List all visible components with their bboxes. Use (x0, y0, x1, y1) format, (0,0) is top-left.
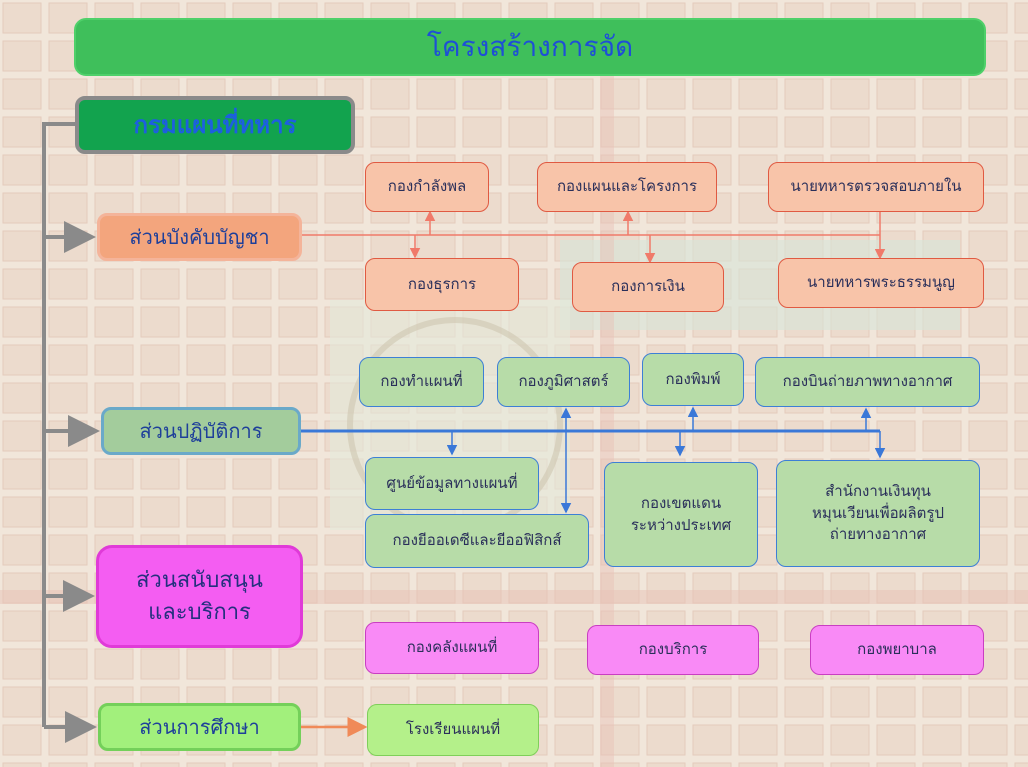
unit-international-boundary-line2: ระหว่างประเทศ (630, 515, 732, 534)
unit-finance: กองการเงิน (572, 262, 724, 312)
unit-revolving-fund-office: สำนักงานเงินทุน หมุนเวียนเพื่อผลิตรูป ถ่… (776, 460, 980, 567)
unit-geography: กองภูมิศาสตร์ (497, 357, 630, 407)
unit-map-depot: กองคลังแผนที่ (365, 622, 539, 674)
unit-international-boundary-line1: กองเขตแดน (640, 493, 722, 512)
unit-medical: กองพยาบาล (810, 625, 984, 675)
unit-mapping-school: โรงเรียนแผนที่ (367, 704, 539, 756)
unit-plans-projects: กองแผนและโครงการ (537, 162, 717, 212)
section-command: ส่วนบังคับบัญชา (97, 213, 302, 261)
root-node: กรมแผนที่ทหาร (75, 96, 355, 154)
section-support-line1: ส่วนสนับสนุน (136, 567, 263, 593)
unit-revolving-fund-line3: ถ่ายทางอากาศ (829, 525, 927, 544)
unit-administration: กองธุรการ (365, 258, 519, 311)
unit-international-boundary: กองเขตแดน ระหว่างประเทศ (604, 462, 758, 567)
unit-internal-audit: นายทหารตรวจสอบภายใน (768, 162, 984, 212)
page-title: โครงสร้างการจัด (74, 18, 986, 76)
unit-revolving-fund-line2: หมุนเวียนเพื่อผลิตรูป (812, 503, 944, 522)
unit-judge-advocate: นายทหารพระธรรมนูญ (778, 258, 984, 308)
unit-services: กองบริการ (587, 625, 759, 675)
unit-revolving-fund-line1: สำนักงานเงินทุน (825, 481, 931, 500)
section-operations: ส่วนปฏิบัติการ (101, 407, 301, 455)
unit-geodesy-geophysics: กองยีออเดซีและยีออฟิสิกส์ (365, 514, 589, 568)
unit-aerial-photography: กองบินถ่ายภาพทางอากาศ (755, 357, 980, 407)
unit-printing: กองพิมพ์ (642, 353, 744, 406)
unit-mapping: กองทำแผนที่ (359, 357, 484, 407)
section-support: ส่วนสนับสนุน และบริการ (96, 545, 303, 648)
section-education: ส่วนการศึกษา (98, 703, 301, 751)
unit-map-data-center: ศูนย์ข้อมูลทางแผนที่ (365, 457, 539, 510)
section-support-line2: และบริการ (148, 599, 251, 625)
unit-personnel: กองกำลังพล (365, 162, 489, 212)
